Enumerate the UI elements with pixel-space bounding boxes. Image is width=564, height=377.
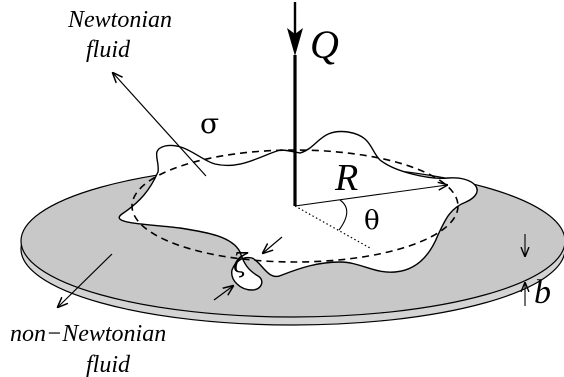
surface-tension-label: σ [200,107,219,140]
non-newtonian-label-line2: fluid [86,352,131,377]
base-circle-dashed [131,149,459,263]
newtonian-label-line2: fluid [86,37,131,63]
non-newtonian-label-line1: non−Newtonian [10,321,166,347]
radius-arrow [294,185,447,207]
gap-label: b [534,274,551,311]
perturbation-arrow-upper [263,236,283,253]
perturbation-arrow-lower [213,286,233,301]
radius-label: R [334,157,358,199]
newtonian-fluid-interface [118,130,478,291]
angle-label: θ [364,206,380,236]
angle-arc [338,199,348,231]
flow-rate-arrowhead [287,28,303,56]
newtonian-pointer-arrow [113,73,207,177]
perturbation-label: ζ [233,249,249,279]
non-newtonian-pointer-arrow [58,253,113,307]
flow-rate-label: Q [310,22,339,67]
newtonian-label-line1: Newtonian [67,7,172,33]
